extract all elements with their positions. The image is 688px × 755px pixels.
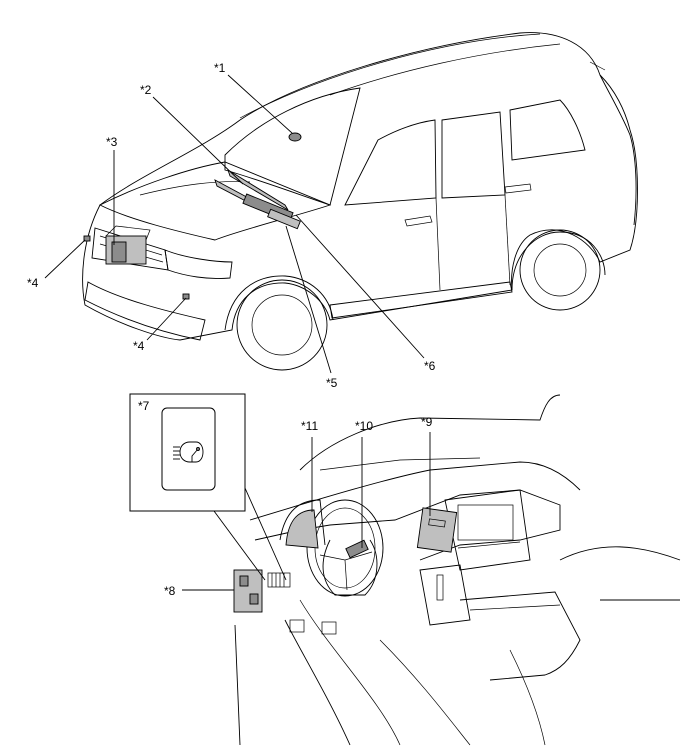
callout-3: *3 <box>106 135 118 149</box>
headlight-cleaner-nozzle-left <box>83 235 91 242</box>
headlight-cleaner-icon <box>173 441 204 463</box>
callout-6: *6 <box>424 359 436 373</box>
interior-illustration <box>234 394 681 746</box>
rain-sensor-marker <box>288 132 302 142</box>
callout-11: *11 <box>301 419 318 433</box>
ecu-marker <box>416 507 458 553</box>
combination-meter-marker <box>285 509 319 549</box>
callout-2: *2 <box>140 83 152 97</box>
callout-7: *7 <box>138 399 150 413</box>
headlight-cleaner-switch <box>161 407 216 491</box>
callout-9: *9 <box>421 415 433 429</box>
callout-1: *1 <box>214 61 226 75</box>
washer-tank-marker <box>105 225 151 265</box>
wiper-motor-marker <box>242 193 301 230</box>
callout-4-right: *4 <box>133 339 145 353</box>
callout-8: *8 <box>164 584 176 598</box>
callout-5: *5 <box>326 376 338 390</box>
headlight-cleaner-nozzle-right <box>182 293 190 300</box>
windshield-wiper-switch-marker <box>345 539 369 559</box>
inset-switch-box <box>129 393 246 512</box>
callout-4-left: *4 <box>27 276 39 290</box>
junction-block-marker <box>233 569 263 613</box>
callout-10: *10 <box>355 419 373 433</box>
